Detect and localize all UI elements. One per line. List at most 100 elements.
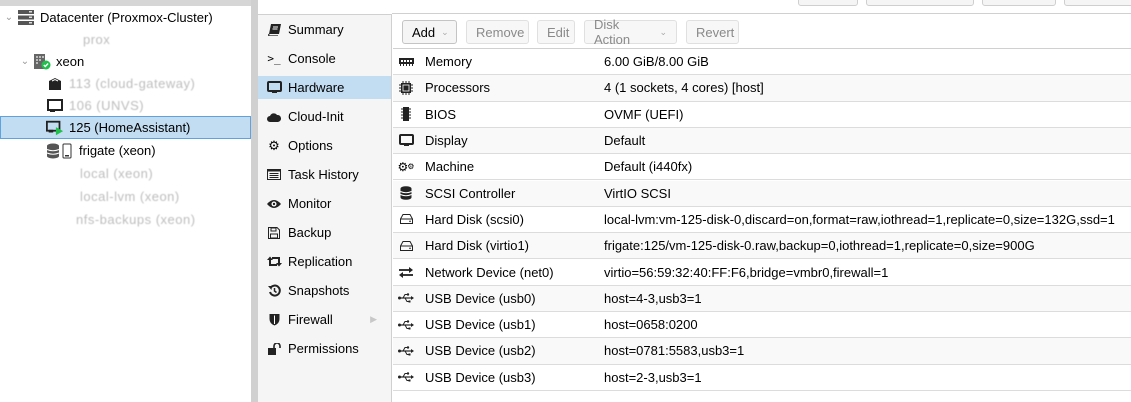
hardware-value: Default <box>604 133 646 149</box>
disk-action-button[interactable]: Disk Action ⌄ <box>584 17 677 47</box>
tree-item-vm-106[interactable]: 106 (UNVS) <box>0 94 251 117</box>
exchange-icon <box>397 265 415 279</box>
tree-item-node-xeon[interactable]: ⌄ xeon <box>0 50 251 73</box>
gear-icon: ⚙ <box>268 137 280 153</box>
hardware-name: USB Device (usb1) <box>425 317 536 333</box>
storage-icon <box>46 143 74 159</box>
menu-item-label: Summary <box>288 22 344 37</box>
vm-icon <box>46 98 64 114</box>
submenu-arrow-icon[interactable]: ▶ <box>370 314 377 324</box>
chevron-down-icon: ⌄ <box>659 26 667 37</box>
memory-icon <box>397 55 415 69</box>
menu-item-hardware[interactable]: Hardware <box>258 76 391 99</box>
menu-item-label: Task History <box>288 167 359 182</box>
revert-button[interactable]: Revert <box>686 20 739 44</box>
shield-icon <box>266 313 282 327</box>
hardware-row-memory[interactable]: Memory 6.00 GiB/8.00 GiB <box>393 49 1131 76</box>
header-button-1[interactable] <box>798 0 858 6</box>
menu-item-backup[interactable]: Backup <box>258 221 391 244</box>
tree-item-label: local-lvm (xeon) <box>80 189 180 204</box>
container-icon <box>46 76 64 92</box>
hardware-row-machine[interactable]: ⚙⚙ Machine Default (i440fx) <box>393 154 1131 181</box>
menu-item-label: Cloud-Init <box>288 109 344 124</box>
menu-item-options[interactable]: ⚙ Options <box>258 134 391 157</box>
hardware-row-usb0[interactable]: USB Device (usb0) host=4-3,usb3=1 <box>393 285 1131 312</box>
tree-item-storage-local-lvm[interactable]: local-lvm (xeon) <box>0 185 251 208</box>
hardware-row-hard-disk-scsi0[interactable]: Hard Disk (scsi0) local-lvm:vm-125-disk-… <box>393 207 1131 234</box>
header-button-3[interactable] <box>982 0 1056 6</box>
hardware-row-usb1[interactable]: USB Device (usb1) host=0658:0200 <box>393 312 1131 339</box>
tree-item-label: 106 (UNVS) <box>69 98 145 113</box>
tree-item-storage-local[interactable]: local (xeon) <box>0 162 251 185</box>
tree-item-label: xeon <box>56 54 85 69</box>
hardware-name: Machine <box>425 159 475 175</box>
menu-item-permissions[interactable]: Permissions <box>258 337 391 360</box>
hardware-row-network-device-net0[interactable]: Network Device (net0) virtio=56:59:32:40… <box>393 259 1131 286</box>
menu-item-summary[interactable]: Summary <box>258 18 391 41</box>
chevron-down-icon[interactable]: ⌄ <box>4 12 14 23</box>
hardware-value: 6.00 GiB/8.00 GiB <box>604 54 709 70</box>
monitor-icon <box>266 81 282 95</box>
tree-item-storage-frigate[interactable]: frigate (xeon) <box>0 139 251 162</box>
tree-item-label: nfs-backups (xeon) <box>76 212 196 227</box>
revert-button-label: Revert <box>696 24 735 40</box>
hardware-row-bios[interactable]: BIOS OVMF (UEFI) <box>393 102 1131 128</box>
menu-item-task-history[interactable]: Task History <box>258 163 391 186</box>
menu-item-console[interactable]: >_ Console <box>258 47 391 70</box>
resource-tree: ⌄ Datacenter (Proxmox-Cluster) prox ⌄ xe… <box>0 0 251 402</box>
tree-item-label: prox <box>83 32 111 47</box>
hardware-row-display[interactable]: Display Default <box>393 127 1131 155</box>
hardware-row-scsi-controller[interactable]: SCSI Controller VirtIO SCSI <box>393 180 1131 207</box>
tree-item-label: 125 (HomeAssistant) <box>69 120 191 135</box>
hardware-name: USB Device (usb0) <box>425 290 536 306</box>
header-button-2[interactable] <box>866 0 974 6</box>
datacenter-icon <box>17 10 35 26</box>
usb-icon <box>397 344 415 358</box>
tree-item-label: frigate (xeon) <box>79 143 156 158</box>
hardware-row-usb2[interactable]: USB Device (usb2) host=0781:5583,usb3=1 <box>393 338 1131 365</box>
remove-button[interactable]: Remove <box>466 20 529 44</box>
menu-item-label: Replication <box>288 254 353 269</box>
tree-item-container-113[interactable]: 113 (cloud-gateway) <box>0 72 251 95</box>
monitor-icon <box>397 134 415 148</box>
node-online-icon <box>33 53 51 70</box>
hardware-value: host=4-3,usb3=1 <box>604 290 702 306</box>
chevron-down-icon: ⌄ <box>441 26 449 37</box>
hdd-icon <box>397 239 415 253</box>
hardware-value: 4 (1 sockets, 4 cores) [host] <box>604 80 764 96</box>
menu-item-replication[interactable]: Replication <box>258 250 391 273</box>
hardware-value: Default (i440fx) <box>604 159 693 175</box>
floppy-icon <box>266 226 282 240</box>
chevron-down-icon[interactable]: ⌄ <box>20 56 30 67</box>
add-button[interactable]: Add ⌄ <box>402 20 457 44</box>
edit-button[interactable]: Edit <box>537 20 575 44</box>
tree-top-strip <box>0 0 251 6</box>
tree-item-node-prox[interactable]: prox <box>0 28 251 51</box>
tree-item-label: local (xeon) <box>80 166 154 181</box>
hardware-name: Memory <box>425 54 472 70</box>
menu-item-cloud-init[interactable]: Cloud-Init <box>258 105 391 128</box>
hardware-value: frigate:125/vm-125-disk-0.raw,backup=0,i… <box>604 238 1035 254</box>
menu-item-snapshots[interactable]: Snapshots <box>258 279 391 302</box>
menu-item-firewall[interactable]: Firewall ▶ <box>258 308 391 331</box>
menu-item-label: Snapshots <box>288 283 350 298</box>
eye-icon <box>266 197 282 211</box>
chip-icon <box>397 107 415 122</box>
cloud-icon <box>266 110 282 124</box>
hardware-row-processors[interactable]: Processors 4 (1 sockets, 4 cores) [host] <box>393 75 1131 102</box>
hardware-row-usb3[interactable]: USB Device (usb3) host=2-3,usb3=1 <box>393 365 1131 391</box>
tree-item-datacenter[interactable]: ⌄ Datacenter (Proxmox-Cluster) <box>0 6 251 29</box>
hardware-row-hard-disk-virtio1[interactable]: Hard Disk (virtio1) frigate:125/vm-125-d… <box>393 233 1131 260</box>
hardware-value: virtio=56:59:32:40:FF:F6,bridge=vmbr0,fi… <box>604 264 889 280</box>
usb-icon <box>397 291 415 305</box>
hardware-value: OVMF (UEFI) <box>604 106 684 122</box>
tree-item-vm-125[interactable]: 125 (HomeAssistant) <box>0 116 251 139</box>
remove-button-label: Remove <box>476 24 525 40</box>
menu-item-monitor[interactable]: Monitor <box>258 192 391 215</box>
hardware-name: USB Device (usb3) <box>425 369 536 385</box>
hardware-value: host=0781:5583,usb3=1 <box>604 343 745 359</box>
header-button-4[interactable] <box>1064 0 1131 6</box>
tree-item-storage-nfs-backups[interactable]: nfs-backups (xeon) <box>0 208 251 231</box>
hdd-icon <box>397 212 415 226</box>
panel-splitter[interactable] <box>251 0 258 402</box>
